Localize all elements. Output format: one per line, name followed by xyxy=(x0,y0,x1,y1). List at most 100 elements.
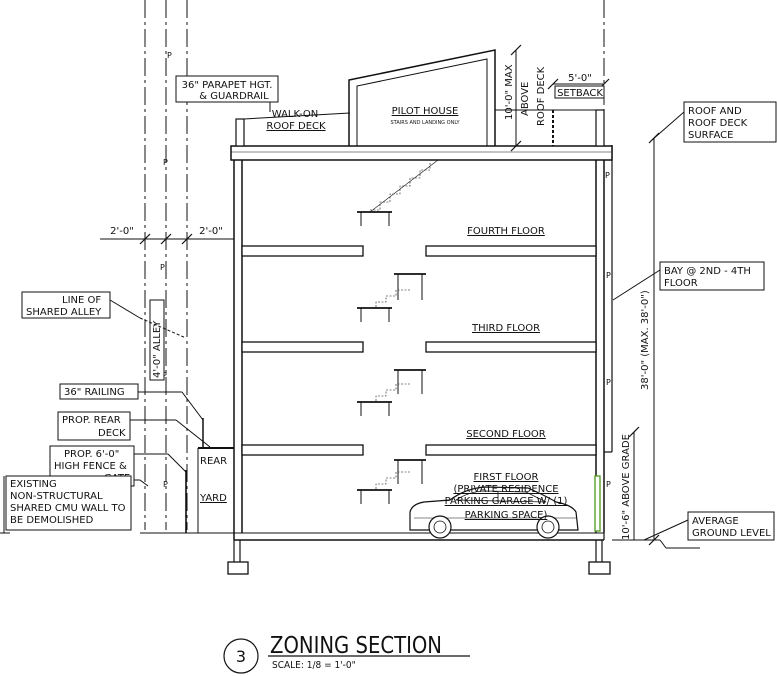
drawing-title: ZONING SECTION xyxy=(270,633,442,659)
setback-text: SETBACK xyxy=(557,88,603,99)
second-floor-text: SECOND FLOOR xyxy=(466,429,546,440)
building-shell xyxy=(140,49,700,575)
height-dim-text: 38'-0" (MAX. 38'-0") xyxy=(640,290,651,390)
deck-leader-2 xyxy=(175,419,211,448)
railing-leader-2 xyxy=(181,391,204,421)
cmu-text-4: BE DEMOLISHED xyxy=(10,515,94,526)
alley-leader xyxy=(109,299,141,319)
fourth-floor-slab-front xyxy=(425,245,597,257)
drawing-title-block: 3 ZONING SECTION SCALE: 1/8 = 1'-0" xyxy=(223,633,470,674)
setback-label-box xyxy=(554,85,605,99)
bay-leader xyxy=(612,269,661,301)
alley-leader-dashed xyxy=(139,317,187,339)
stair-flight-fourth xyxy=(363,289,410,309)
pilot-house-sub-text: STAIRS AND LANDING ONLY xyxy=(390,120,460,126)
fourth-floor-slab-rear xyxy=(241,245,364,257)
rear-footing xyxy=(227,561,249,575)
stairs xyxy=(357,159,439,504)
rear-yard-text-1: REAR xyxy=(200,456,227,467)
roof-surface-leader xyxy=(651,111,685,141)
alley-label-box xyxy=(149,299,165,381)
setback-dim-text: 5'-0" xyxy=(568,73,592,84)
rear-yard-elements xyxy=(0,418,234,534)
pilot-house-outline xyxy=(348,49,496,146)
fence-leader-2 xyxy=(167,453,187,473)
first-floor-text-1: FIRST FLOOR xyxy=(474,472,539,483)
detail-number: 3 xyxy=(236,647,246,666)
pl-mark: P xyxy=(160,263,165,272)
pilot-house-inner xyxy=(356,58,488,146)
cmu-text-2: NON-STRUCTURAL xyxy=(10,491,103,502)
first-floor-text-2: (PRIVATE RESIDENCE xyxy=(453,484,558,495)
first-floor-text-3: PARKING GARAGE W/ (1) xyxy=(445,496,568,507)
pl-mark: P xyxy=(606,378,611,387)
second-floor-slab-rear xyxy=(241,444,364,456)
bay-text-2: FLOOR xyxy=(664,278,698,289)
roof-surface-text-3: SURFACE xyxy=(688,130,733,141)
grade-dim-text: 10'-6" ABOVE GRADE xyxy=(621,434,632,540)
fourth-floor-text: FOURTH FLOOR xyxy=(467,226,545,237)
stair-flight-third xyxy=(363,383,410,403)
guardrail xyxy=(243,112,351,120)
dimensions: 38'-0" (MAX. 38'-0") 10'-6" ABOVE GRADE … xyxy=(100,44,660,546)
front-grade-slope xyxy=(659,539,667,549)
third-floor-text: THIRD FLOOR xyxy=(471,323,540,334)
dim-right-text: 2'-0" xyxy=(199,226,223,237)
shared-alley-text-1: LINE OF xyxy=(62,295,101,306)
pl-mark: P xyxy=(163,480,168,489)
walk-on-text-1: WALK-ON xyxy=(272,109,319,120)
label-boxes: 36" PARAPET HGT. & GUARDRAIL ROOF AND RO… xyxy=(5,75,777,541)
max-height-text-3: ROOF DECK xyxy=(536,66,547,126)
rear-parapet xyxy=(235,118,245,147)
avg-ground-leader xyxy=(643,519,689,541)
roof-surface-text-2: ROOF DECK xyxy=(688,118,748,129)
fence-text-1: PROP. 6'-0" xyxy=(64,449,119,460)
cmu-leader-2 xyxy=(139,479,149,487)
parapet-text-2: & GUARDRAIL xyxy=(199,91,269,102)
roof-surface-box xyxy=(683,101,777,143)
shared-alley-box xyxy=(21,291,111,319)
avg-ground-text-2: GROUND LEVEL xyxy=(692,528,771,539)
drawing-scale: SCALE: 1/8 = 1'-0" xyxy=(272,660,356,671)
garage-door xyxy=(594,475,601,532)
detail-number-bubble xyxy=(223,638,259,674)
pl-mark: P xyxy=(163,158,168,167)
rear-deck-box xyxy=(57,411,131,441)
front-parapet xyxy=(595,109,605,147)
shared-alley-text-2: SHARED ALLEY xyxy=(26,307,102,318)
first-floor-text-4: PARKING SPACE) xyxy=(465,510,548,521)
third-floor-slab-rear xyxy=(241,341,364,353)
bay-text-1: BAY @ 2ND - 4TH xyxy=(664,266,751,277)
cmu-box xyxy=(5,475,132,531)
dim-left-text: 2'-0" xyxy=(110,226,134,237)
roof-surface-text-1: ROOF AND xyxy=(688,106,742,117)
front-footing xyxy=(588,561,611,575)
third-floor-slab-front xyxy=(425,341,597,353)
pl-mark: P xyxy=(605,171,610,180)
cmu-text-1: EXISTING xyxy=(10,479,57,490)
avg-ground-text-1: AVERAGE xyxy=(692,516,739,527)
stair-flight-second xyxy=(363,471,410,491)
pl-mark: P xyxy=(606,480,611,489)
max-height-text-2: ABOVE xyxy=(520,82,531,116)
second-floor-slab-front xyxy=(425,444,597,456)
fence-text-2: HIGH FENCE & xyxy=(54,461,127,472)
rear-yard-text-2: YARD xyxy=(199,493,227,504)
railing-text: 36" RAILING xyxy=(64,387,125,398)
walk-on-text-2: ROOF DECK xyxy=(266,121,326,132)
parked-car-icon xyxy=(409,486,579,539)
parapet-label-box xyxy=(175,75,279,103)
pl-mark: P xyxy=(606,271,611,280)
railing-box xyxy=(59,383,139,400)
stair-stringer-roof xyxy=(369,159,439,213)
pilot-house-text: PILOT HOUSE xyxy=(392,106,459,117)
leaders xyxy=(90,96,689,541)
roof-slab xyxy=(230,145,613,161)
rear-deck-text-1: PROP. REAR xyxy=(62,415,121,426)
alley-width-text: 4'-0" ALLEY xyxy=(152,320,163,378)
avg-ground-box xyxy=(687,511,775,541)
cmu-text-3: SHARED CMU WALL TO xyxy=(10,503,126,514)
rear-deck-text-2: DECK xyxy=(98,428,126,439)
